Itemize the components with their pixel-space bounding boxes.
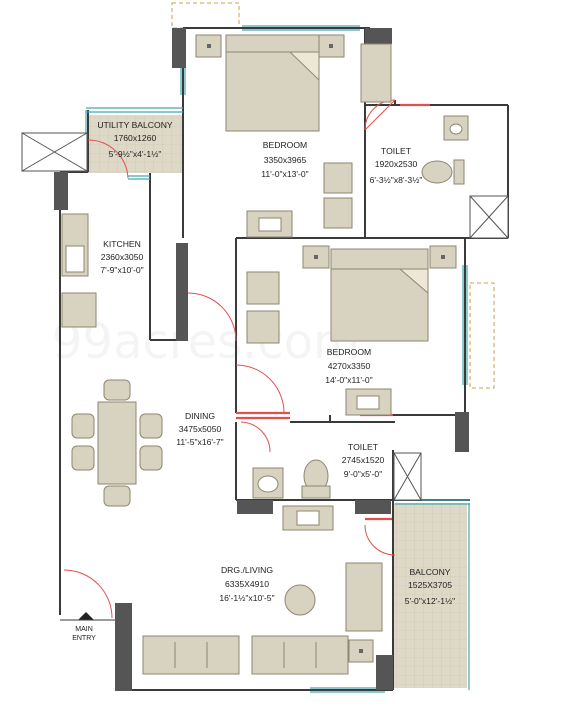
kitchen-imperial: 7'-9"x10'-0" bbox=[100, 265, 143, 275]
bedroom1-name: BEDROOM bbox=[263, 140, 307, 150]
living-furniture bbox=[142, 505, 383, 675]
nightstand-markers bbox=[207, 44, 445, 653]
ducts bbox=[21, 132, 509, 501]
living-metric: 6335X4910 bbox=[225, 579, 269, 589]
toilet2-metric: 2745x1520 bbox=[342, 455, 385, 465]
dining-metric: 3475x5050 bbox=[179, 424, 222, 434]
dining-imperial: 11'-5"x16'-7" bbox=[176, 437, 223, 447]
bedroom2-metric: 4270x3350 bbox=[328, 361, 371, 371]
balcony-floor bbox=[393, 503, 467, 688]
watermark: 99acres.com bbox=[52, 314, 360, 370]
utility-balcony-name: UTILITY BALCONY bbox=[97, 120, 173, 130]
toilet1-imperial: 6'-3½"x8'-3½" bbox=[370, 175, 423, 185]
entry-label-line2: ENTRY bbox=[72, 635, 96, 642]
walls bbox=[59, 27, 509, 691]
kitchen-fixtures bbox=[61, 213, 97, 328]
bedroom1-imperial: 11'-0"x13'-0" bbox=[261, 169, 308, 179]
dining-name: DINING bbox=[185, 411, 215, 421]
dining-furniture bbox=[71, 379, 163, 507]
bedroom2-imperial: 14'-0"x11'-0" bbox=[325, 375, 372, 385]
columns bbox=[54, 28, 469, 691]
utility-balcony-imperial: 5'-9½"x4'-1½" bbox=[109, 149, 162, 159]
toilet1-metric: 1920x2530 bbox=[375, 159, 418, 169]
bedroom1-furniture bbox=[195, 34, 392, 238]
kitchen-metric: 2360x3050 bbox=[101, 252, 144, 262]
kitchen-name: KITCHEN bbox=[103, 239, 141, 249]
balcony-imperial: 5'-0"x12'-1½" bbox=[405, 596, 455, 606]
toilet2-fixtures bbox=[252, 459, 331, 499]
toilet2-imperial: 9'-0"x5'-0" bbox=[344, 469, 383, 479]
toilet1-name: TOILET bbox=[381, 146, 412, 156]
utility-balcony-floor bbox=[88, 115, 183, 173]
balcony-name: BALCONY bbox=[409, 567, 450, 577]
toilet2-name: TOILET bbox=[348, 442, 379, 452]
entry-label-line1: MAIN bbox=[75, 626, 93, 633]
living-imperial: 16'-1½"x10'-5" bbox=[219, 593, 274, 603]
living-name: DRG./LIVING bbox=[221, 565, 273, 575]
room-labels: UTILITY BALCONY 1760x1260 5'-9½"x4'-1½" … bbox=[72, 120, 455, 642]
bedroom2-furniture bbox=[246, 245, 457, 416]
bedroom2-name: BEDROOM bbox=[327, 347, 371, 357]
bedroom1-metric: 3350x3965 bbox=[264, 155, 307, 165]
balcony-metric: 1525X3705 bbox=[408, 580, 452, 590]
shaft-outlines bbox=[171, 2, 495, 389]
entry-marker bbox=[60, 612, 115, 621]
toilet1-fixtures bbox=[421, 115, 469, 185]
utility-balcony-metric: 1760x1260 bbox=[114, 133, 157, 143]
